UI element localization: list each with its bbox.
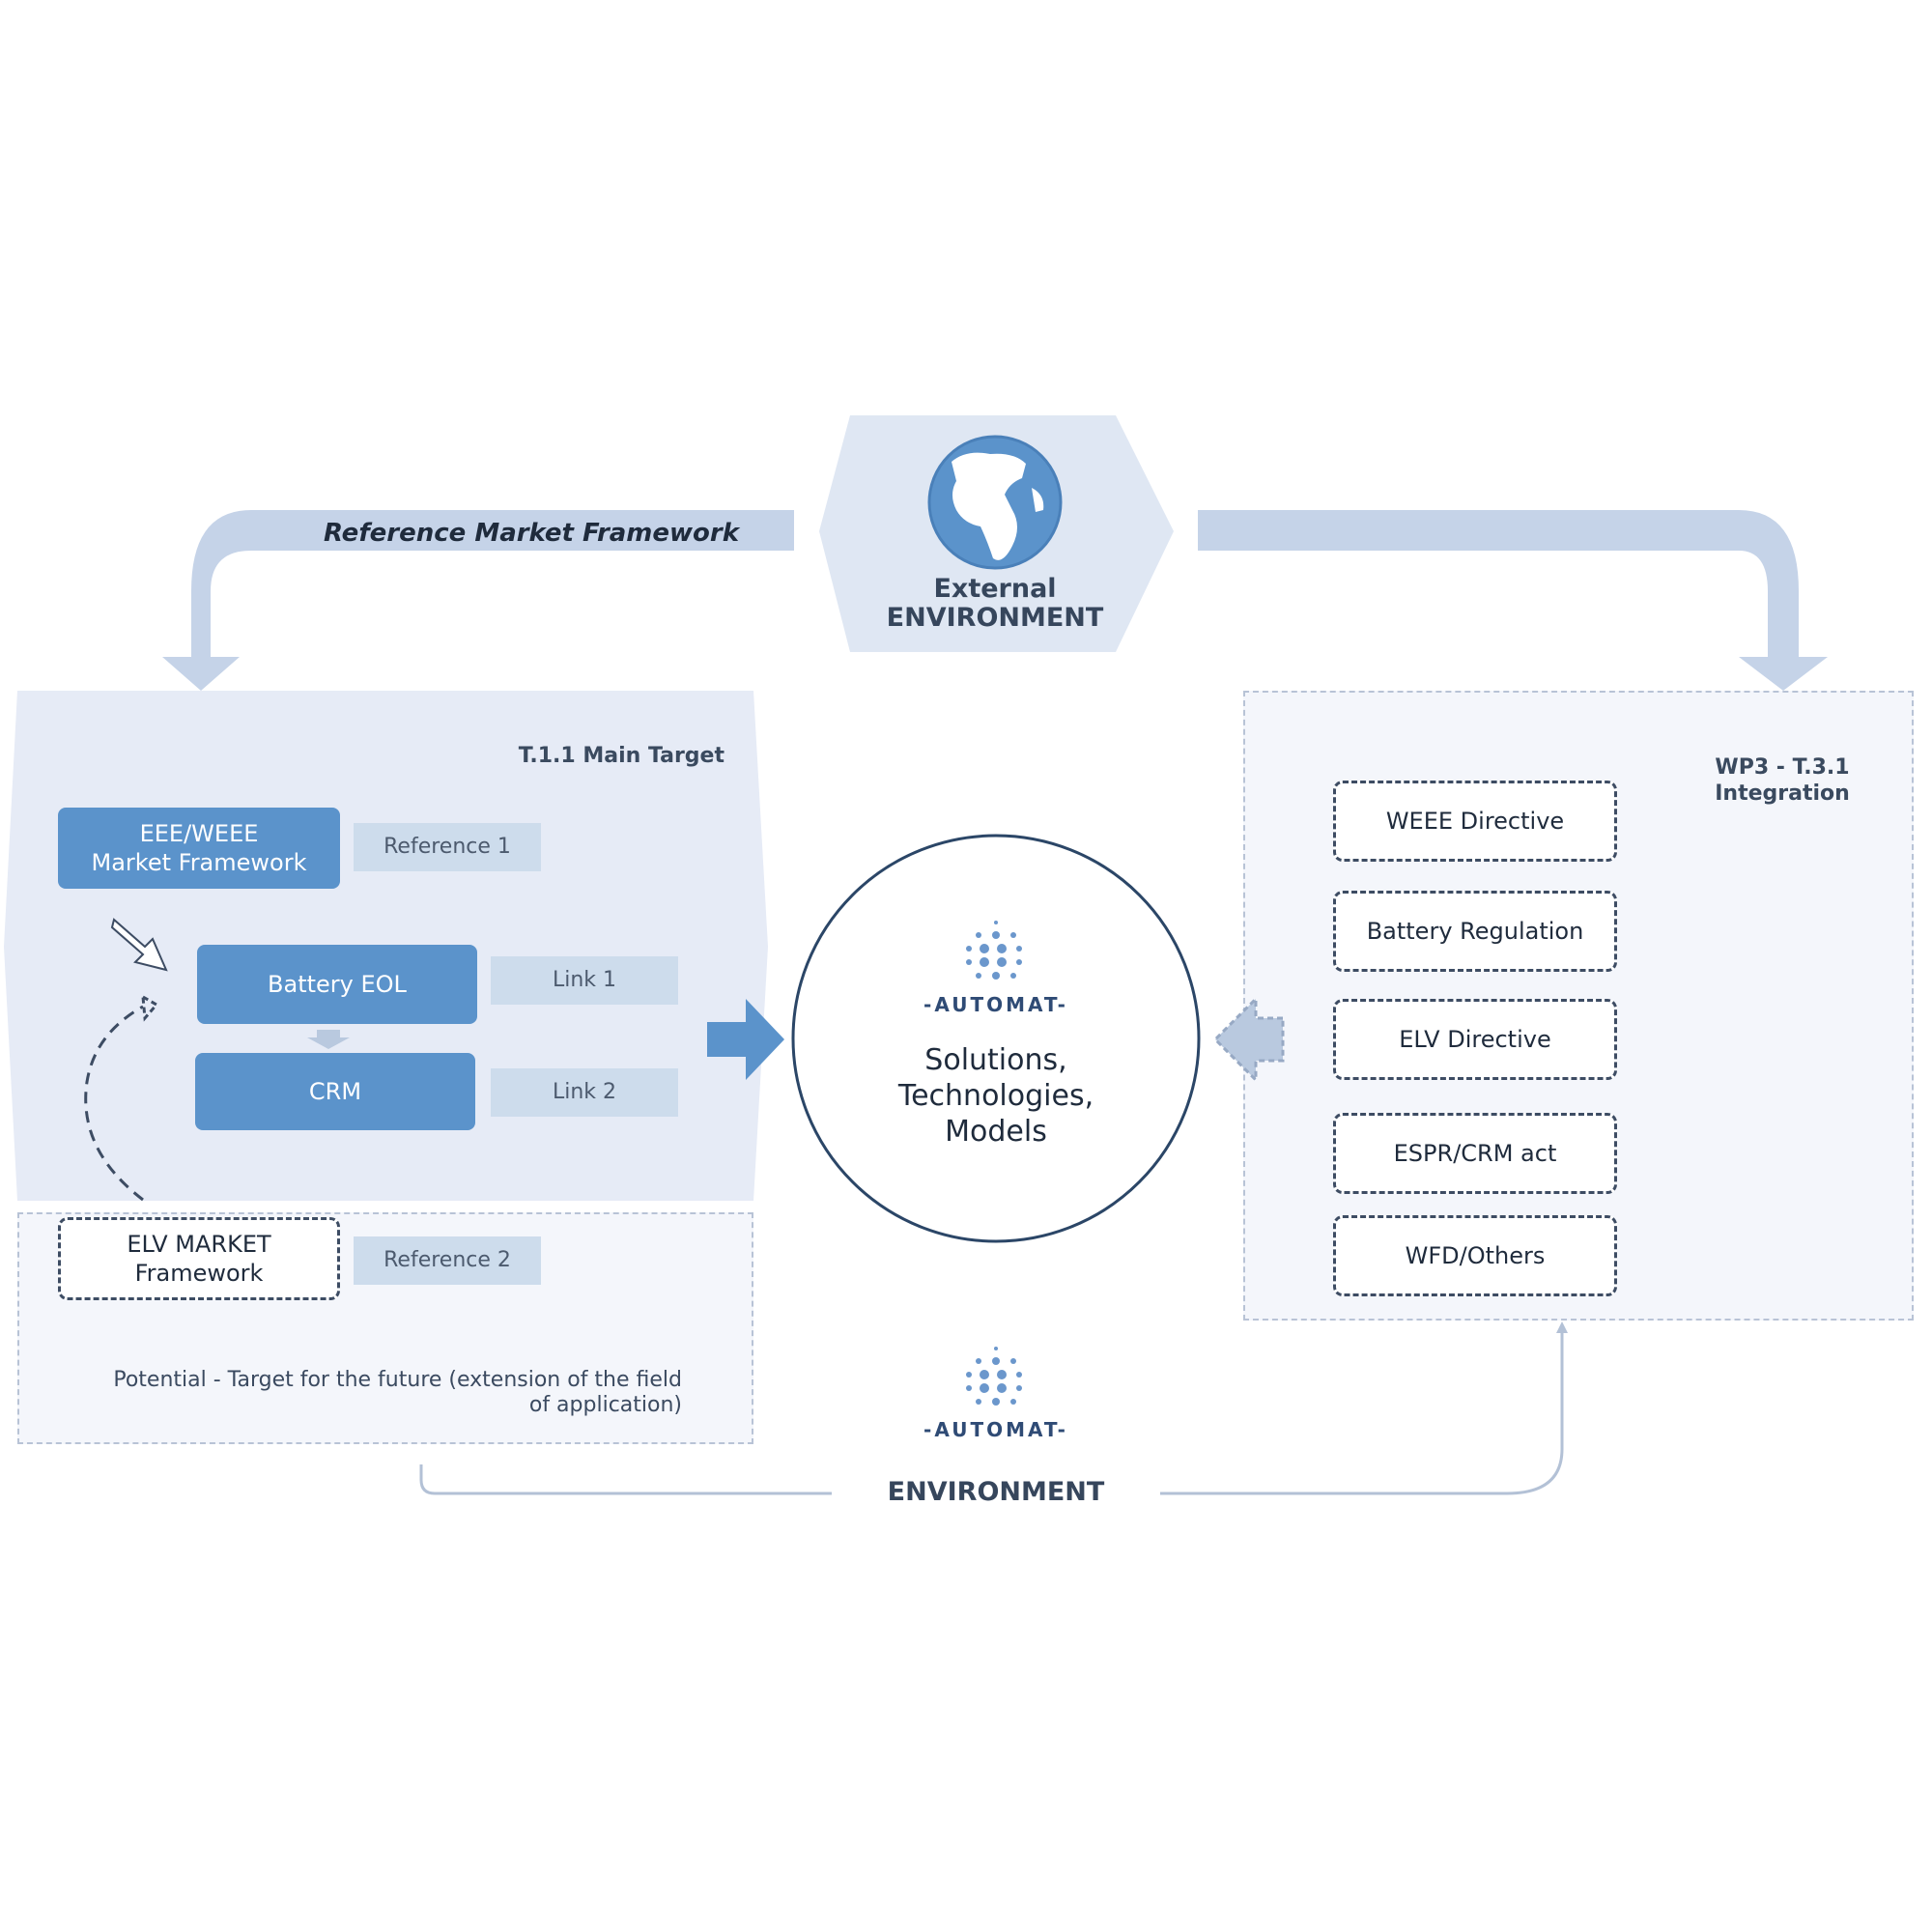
automat-brand: -AUTOMAT- (923, 992, 1068, 1016)
integration-title-line1: WP3 - T.3.1 (1715, 755, 1850, 781)
integration-title-line2: Integration (1715, 781, 1850, 807)
espr-crm-act-box: ESPR/CRM act (1333, 1113, 1617, 1194)
automat-logo-icon (966, 921, 1022, 980)
elv-dashed-arrow-head (141, 994, 159, 1022)
external-label: External (933, 574, 1057, 605)
link-1-box: Link 1 (491, 956, 678, 1005)
automat-brand-bottom: -AUTOMAT- (923, 1417, 1068, 1441)
elv-line2: Framework (134, 1260, 264, 1287)
eee-to-battery-arrow (110, 918, 168, 972)
globe-icon (927, 435, 1063, 570)
center-line2: Technologies, (897, 1079, 1094, 1114)
link-2-box: Link 2 (491, 1068, 678, 1117)
elv-line1: ELV MARKET (127, 1231, 271, 1258)
wfd-others-box: WFD/Others (1333, 1215, 1617, 1296)
main-target-title: T.1.1 Main Target (518, 744, 724, 769)
eol-to-crm-arrow (307, 1030, 350, 1049)
battery-eol-box: Battery EOL (197, 945, 477, 1024)
bottom-environment-label: ENVIRONMENT (832, 1474, 1160, 1511)
integration-arrow (1198, 510, 1828, 691)
center-line3: Models (945, 1115, 1047, 1150)
integration-to-center-arrow (1212, 995, 1285, 1084)
automat-logo-bottom-icon (966, 1347, 1022, 1406)
environment-feedback-arrowhead (1556, 1321, 1568, 1333)
reference-1-box: Reference 1 (354, 823, 541, 871)
reference-2-box: Reference 2 (354, 1236, 541, 1285)
eee-weee-line2: Market Framework (91, 849, 307, 876)
battery-regulation-box: Battery Regulation (1333, 891, 1617, 972)
environment-label: ENVIRONMENT (886, 603, 1104, 634)
central-circle (791, 834, 1201, 1243)
elv-directive-box: ELV Directive (1333, 999, 1617, 1080)
weee-directive-box: WEEE Directive (1333, 781, 1617, 862)
environment-feedback-line (419, 1325, 1564, 1495)
elv-market-framework-box: ELV MARKET Framework (58, 1217, 340, 1300)
center-line1: Solutions, (924, 1043, 1067, 1078)
potential-description-line1: Potential - Target for the future (exten… (113, 1368, 682, 1393)
reference-market-arrow (162, 510, 794, 691)
main-target-to-center-arrow (707, 999, 784, 1080)
elv-dashed-arrow-path (84, 1005, 144, 1202)
reference-market-framework-label: Reference Market Framework (323, 518, 740, 548)
eee-weee-market-framework-box: EEE/WEEE Market Framework (58, 808, 340, 889)
potential-description-line2: of application) (528, 1393, 682, 1418)
eee-weee-line1: EEE/WEEE (139, 820, 259, 847)
crm-box: CRM (195, 1053, 475, 1130)
